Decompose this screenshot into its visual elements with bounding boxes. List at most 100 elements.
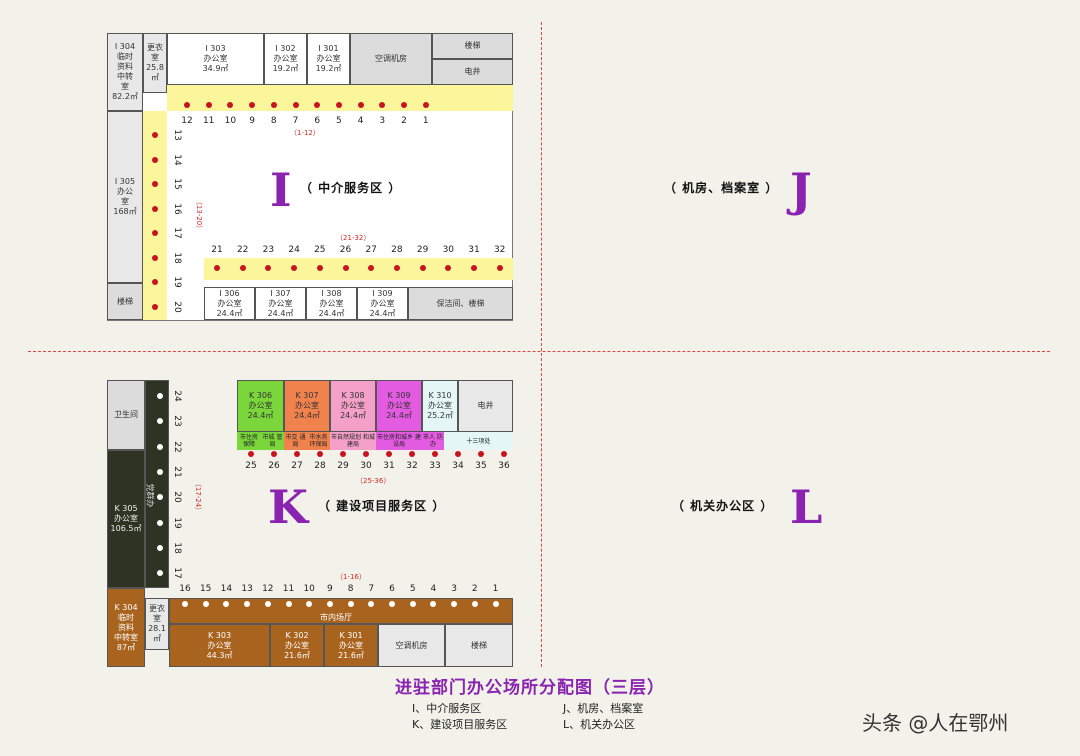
seat-k-6 (389, 601, 395, 607)
seat-k-25 (248, 451, 254, 457)
seat-number-i-3: 3 (379, 116, 386, 126)
seat-i-7 (292, 102, 299, 108)
seat-number-i-27: 27 (365, 245, 377, 255)
seat-number-i-1: 1 (422, 116, 429, 126)
seat-number-i-7: 7 (292, 116, 299, 126)
room-i305: I 305 办公 室 168㎡ (107, 111, 143, 283)
room-stairs-i-left: 楼梯 (107, 283, 143, 320)
room-i301: I 301 办公室 19.2㎡ (307, 33, 350, 85)
room-i304: I 304 临时 资料 中转 室 82.2㎡ (107, 33, 143, 111)
seat-i-4 (357, 102, 364, 108)
seat-number-i-10: 10 (224, 116, 237, 126)
zone-k-name: （ 建设项目服务区 ） (318, 499, 446, 513)
seat-number-k-6: 6 (389, 584, 395, 594)
i-corridor-left (143, 111, 167, 320)
seat-k-11 (285, 601, 292, 607)
seat-number-k-12: 12 (262, 584, 274, 594)
legend-l: L、机关办公区 (563, 718, 636, 731)
seat-number-i-16: 16 (172, 202, 182, 215)
seat-k-13 (244, 601, 251, 607)
seat-k-24 (157, 393, 163, 399)
seat-number-i-29: 29 (416, 245, 429, 255)
seat-k-8 (347, 601, 354, 607)
watermark: 头条 @人在鄂州 (862, 711, 1009, 735)
seat-i-18 (152, 254, 158, 261)
room-i308: I 308 办公室 24.4㎡ (306, 287, 357, 320)
seat-k-2 (471, 601, 478, 607)
seat-i-21 (214, 265, 220, 271)
seat-number-k-13: 13 (241, 584, 253, 594)
seat-number-k-3: 3 (451, 584, 457, 594)
seat-k-10 (306, 601, 313, 607)
seat-number-k-34: 34 (452, 461, 464, 471)
seat-number-k-22: 22 (172, 440, 182, 453)
zone-l-letter: L (790, 480, 823, 534)
seat-k-29 (340, 451, 346, 457)
room-k310: K 310 办公室 25.2㎡ (422, 380, 458, 432)
seat-i-29 (419, 265, 426, 271)
seat-number-i-8: 8 (270, 116, 277, 126)
room-ac-k: 空调机房 (378, 624, 445, 667)
seat-k-19 (157, 519, 163, 526)
k-hall-label: 市内场厅 (320, 613, 352, 622)
seat-i-9 (249, 102, 256, 108)
seat-number-k-1: 1 (492, 584, 499, 594)
seat-k-32 (409, 451, 415, 457)
seat-number-i-25: 25 (314, 245, 326, 255)
room-shaft-k: 电井 (458, 380, 513, 432)
seat-number-k-14: 14 (220, 584, 233, 594)
seat-number-i-22: 22 (236, 245, 249, 255)
seat-number-i-17: 17 (172, 227, 182, 239)
seat-number-k-36: 36 (498, 461, 510, 471)
seat-number-k-23: 23 (172, 415, 182, 428)
zone-i-letter: I (270, 163, 292, 217)
seat-i-27 (368, 265, 375, 271)
seat-i-10 (227, 102, 234, 108)
seat-number-i-18: 18 (172, 251, 182, 264)
seat-i-32 (496, 265, 503, 271)
page-title: 进驻部门办公场所分配图（三层） (395, 678, 665, 698)
room-ac-i: 空调机房 (350, 33, 432, 85)
seat-k-30 (363, 451, 369, 457)
seat-i-5 (335, 102, 342, 108)
room-k304: K 304 临时 资料 中转室 87㎡ (107, 588, 145, 667)
room-i307: I 307 办公室 24.4㎡ (255, 287, 306, 320)
i-corridor-bottom (204, 258, 513, 280)
seat-number-k-18: 18 (172, 542, 182, 554)
room-k305: K 305 办公室 106.5㎡ (107, 450, 145, 588)
seat-number-i-20: 20 (172, 300, 182, 313)
seat-number-k-15: 15 (199, 584, 212, 594)
k-sub-2: 市城 管局 (261, 432, 284, 450)
seat-i-26 (342, 265, 349, 271)
room-stairs-i: 楼梯 (432, 33, 513, 59)
room-changing-i: 更衣 室 25.8㎡ (143, 33, 167, 93)
seat-number-i-19: 19 (172, 276, 182, 288)
seat-k-3 (451, 601, 458, 607)
seat-number-i-4: 4 (357, 116, 364, 126)
seat-k-34 (455, 451, 461, 457)
seat-k-26 (271, 451, 277, 457)
seat-i-22 (239, 265, 246, 271)
seat-number-i-13: 13 (172, 129, 182, 141)
k-range-right: （17-24） (194, 479, 203, 515)
seat-k-18 (157, 544, 163, 551)
seat-number-k-25: 25 (245, 461, 257, 471)
room-toilet-k: 卫生间 (107, 380, 145, 450)
seat-k-15 (202, 601, 209, 607)
seat-number-i-2: 2 (401, 116, 407, 126)
k-sub-5: 市自然规划 和城建局 (330, 432, 376, 450)
seat-i-19 (152, 279, 158, 285)
seat-number-i-12: 12 (181, 116, 193, 126)
seat-k-23 (157, 418, 163, 425)
i-range-top: （1-12） (290, 129, 320, 137)
seat-number-i-31: 31 (468, 245, 480, 255)
k-sub-1: 市住房 保障 (237, 432, 261, 450)
seat-number-k-27: 27 (291, 461, 303, 471)
legend-k: K、建设项目服务区 (412, 718, 508, 731)
seat-k-35 (478, 451, 484, 457)
seat-k-17 (157, 570, 163, 577)
seat-number-i-14: 14 (172, 153, 182, 166)
seat-number-k-35: 35 (475, 461, 487, 471)
zone-k-letter: K (268, 480, 308, 534)
room-k302: K 302 办公室 21.6㎡ (270, 624, 324, 667)
